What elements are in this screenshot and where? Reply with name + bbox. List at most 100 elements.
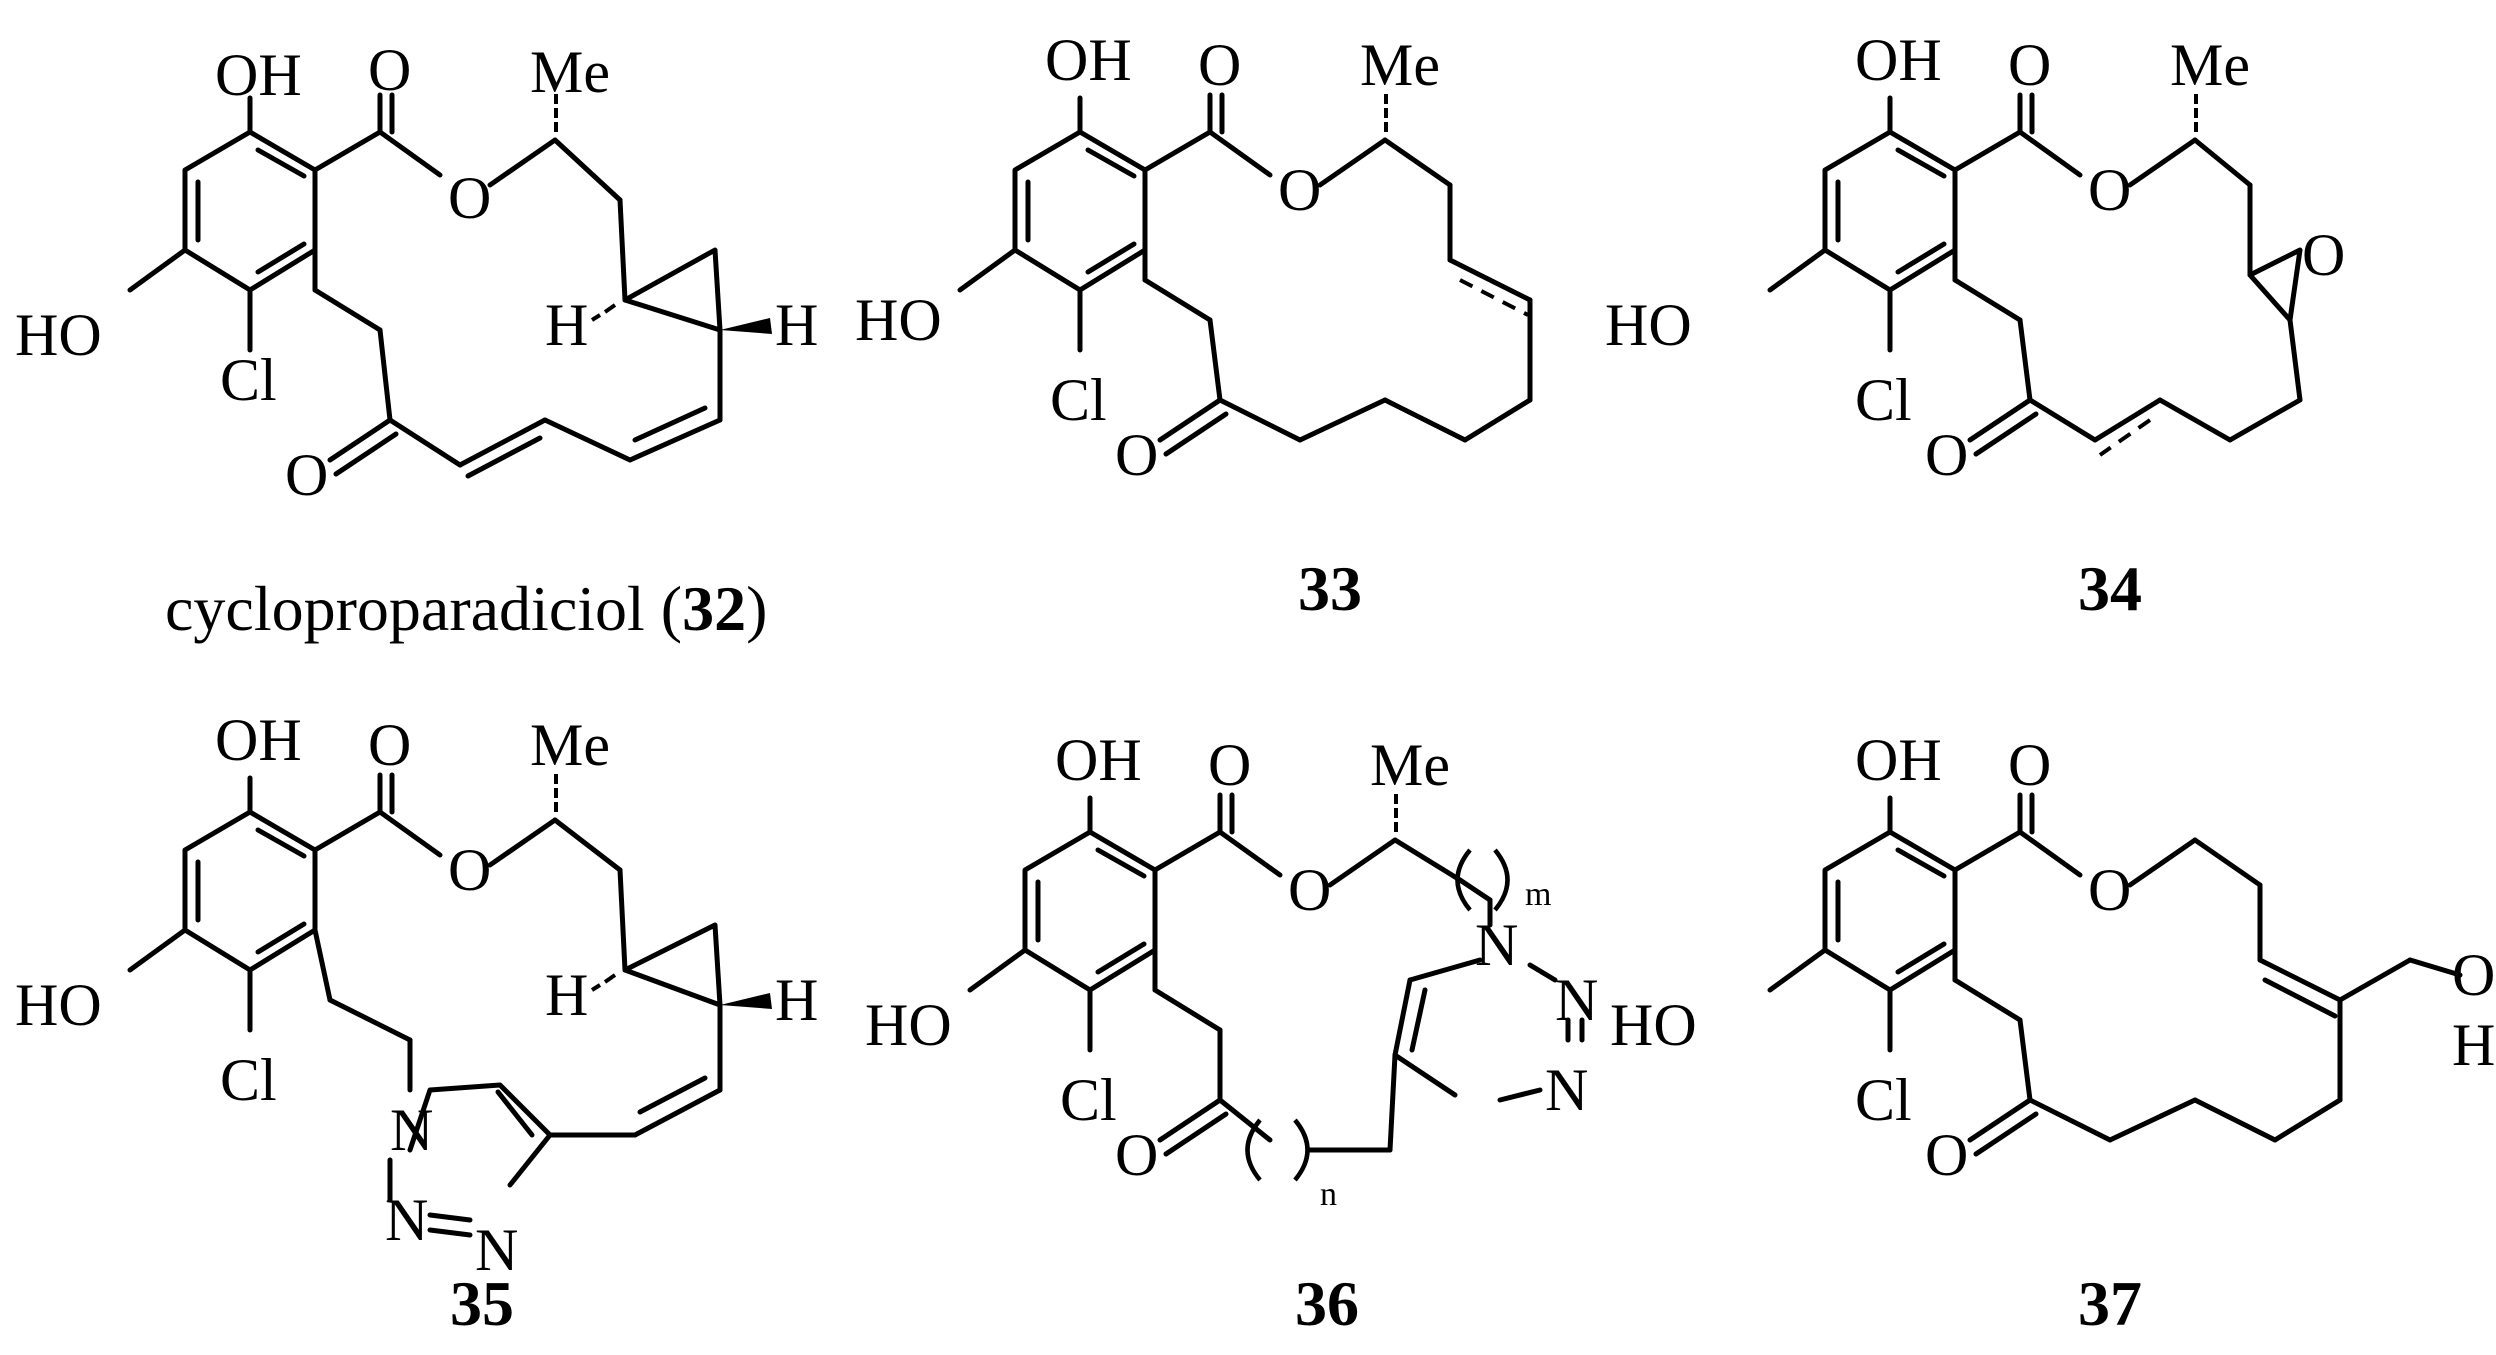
- c34-chain-bond: [2227, 397, 2303, 443]
- c32-chain-bond: [617, 197, 628, 303]
- c34-cl-label: Cl: [1855, 367, 1912, 433]
- compound-37: OH O O HO Cl O O H 37: [1610, 727, 2495, 1339]
- c35-chain-bond: [552, 817, 623, 873]
- c34-ho-label: HO: [1605, 292, 1692, 358]
- c37-chain-bond: [2272, 1097, 2343, 1143]
- c36-chain-bond: [1217, 1097, 1273, 1143]
- c33-ester-bond: [1142, 129, 1213, 173]
- c37-alcohol-o-label: O: [2452, 942, 2495, 1008]
- c35-benzyl-bond: [312, 927, 333, 1003]
- c32-ketone-bond: [327, 417, 393, 463]
- c37-chain-bond: [2192, 1097, 2278, 1143]
- c35-oh-label: OH: [215, 707, 302, 773]
- c36-me-label: Me: [1370, 732, 1450, 798]
- c32-h-hash: [603, 303, 617, 314]
- c36-triazole-double: [1409, 987, 1428, 1053]
- c32-ketone-o-label: O: [285, 442, 328, 508]
- c33-carbonyl-o-label: O: [1198, 32, 1241, 98]
- c36-triazole-ring: [1392, 1052, 1458, 1098]
- compound-35: OH O Me O HO Cl N N N H H 35: [15, 707, 818, 1339]
- c36-n1-label: N: [1475, 912, 1518, 978]
- c34-carbonyl-o-label: O: [2008, 32, 2051, 98]
- c33-ho-label: HO: [855, 287, 942, 353]
- c34-ester-o-bond: [2017, 129, 2083, 178]
- c33-benzene-ring: [1012, 129, 1148, 293]
- c35-h-hash: [590, 983, 602, 992]
- c34-ho-bond: [1767, 247, 1828, 293]
- c34-alkene-dashed: [2098, 418, 2152, 457]
- c37-chain-bond: [2027, 1097, 2113, 1143]
- c37-oh-label: OH: [1855, 727, 1942, 793]
- c35-triazole-nn: [427, 1212, 473, 1223]
- c37-o-ch2-bond: [2127, 837, 2198, 888]
- c36-ester-bond: [1152, 829, 1223, 873]
- c36-m-paren-close: [1493, 848, 1510, 912]
- c33-ketone-o-label: O: [1115, 422, 1158, 488]
- c37-ketone-o-label: O: [1925, 1122, 1968, 1188]
- c35-ester-bond: [312, 809, 383, 853]
- c32-benzene-ring: [182, 129, 318, 293]
- c35-h-hash: [603, 973, 617, 984]
- c34-chain-bond: [2017, 317, 2033, 403]
- c32-h-left-label: H: [545, 292, 588, 358]
- c32-trans-double: [457, 417, 548, 468]
- c33-oh-label: OH: [1045, 27, 1132, 93]
- c35-n1-label: N: [390, 1097, 433, 1163]
- c36-n2-label: N: [1555, 967, 1598, 1033]
- c35-o-ch-bond: [487, 817, 558, 868]
- compound-36: OH O Me O HO Cl O N N N m n 36: [865, 727, 1598, 1339]
- c35-triazole-ring: [407, 1082, 553, 1153]
- c33-ketone-bond: [1157, 397, 1223, 443]
- c36-oh-label: OH: [1055, 727, 1142, 793]
- c32-ester-o-label: O: [448, 165, 491, 231]
- c36-carbonyl-o-label: O: [1208, 732, 1251, 798]
- c36-benzene-ring: [1022, 829, 1158, 993]
- c36-ketone-bond: [1157, 1097, 1223, 1143]
- c37-ch2oh-bond: [2337, 957, 2413, 1003]
- c35-me-label: Me: [530, 712, 610, 778]
- c37-ho-bond: [1767, 947, 1828, 993]
- c35-chain-bond: [617, 867, 628, 973]
- c36-benzyl-bond: [1152, 987, 1223, 1033]
- c37-alcohol-h-label: H: [2452, 1012, 2495, 1078]
- c33-chain-bond: [1217, 397, 1303, 443]
- c37-chain-bond: [2192, 837, 2263, 888]
- c32-ketone-bond: [333, 431, 399, 477]
- c36-ring-double-bond: [1095, 847, 1147, 879]
- c34-epoxide: [2247, 247, 2303, 323]
- c36-ketone-bond: [1163, 1111, 1229, 1157]
- compound-34: OH O Me O O HO Cl O 34: [1605, 27, 2345, 624]
- c35-cis-double: [632, 1087, 723, 1138]
- c34-benzyl-bond: [1952, 277, 2023, 323]
- c36-ester-o-label: O: [1288, 857, 1331, 923]
- c34-o-ch-bond: [2127, 137, 2198, 188]
- c33-chain-bond: [1382, 137, 1453, 188]
- c34-ring-double-bond: [1895, 147, 1947, 179]
- c34-chain-bond: [2287, 317, 2303, 403]
- c35-n3-label: N: [475, 1217, 518, 1283]
- c35-triazole-ring: [507, 1132, 553, 1188]
- c32-me-label: Me: [530, 39, 610, 105]
- c33-caption: 33: [1298, 553, 1362, 624]
- c32-ring-double-bond: [255, 241, 307, 275]
- c34-alkene: [2092, 397, 2163, 443]
- c33-alkene: [1447, 257, 1533, 303]
- c37-alkene: [2257, 957, 2343, 1003]
- c32-chain-bond: [542, 417, 633, 463]
- c36-chain-bond: [1387, 1052, 1398, 1153]
- c33-benzyl-bond: [1142, 277, 1213, 323]
- c36-n-paren-close: [1293, 1118, 1310, 1182]
- c37-ch2oh-bond: [2407, 957, 2463, 978]
- c32-h-hash: [590, 313, 602, 322]
- c32-carbonyl-o-label: O: [368, 37, 411, 103]
- c34-ester-bond: [1952, 129, 2023, 173]
- c34-ketone-bond: [1967, 397, 2033, 443]
- c37-ketone-bond: [1973, 1111, 2039, 1157]
- c33-me-label: Me: [1360, 32, 1440, 98]
- c36-triazole-nn: [1527, 962, 1558, 983]
- c34-epoxide-o-label: O: [2302, 222, 2345, 288]
- c36-caption: 36: [1295, 1268, 1359, 1339]
- c34-chain-bond: [2192, 137, 2253, 188]
- c37-ester-o-bond: [2017, 829, 2083, 878]
- c32-cis-double: [627, 417, 723, 463]
